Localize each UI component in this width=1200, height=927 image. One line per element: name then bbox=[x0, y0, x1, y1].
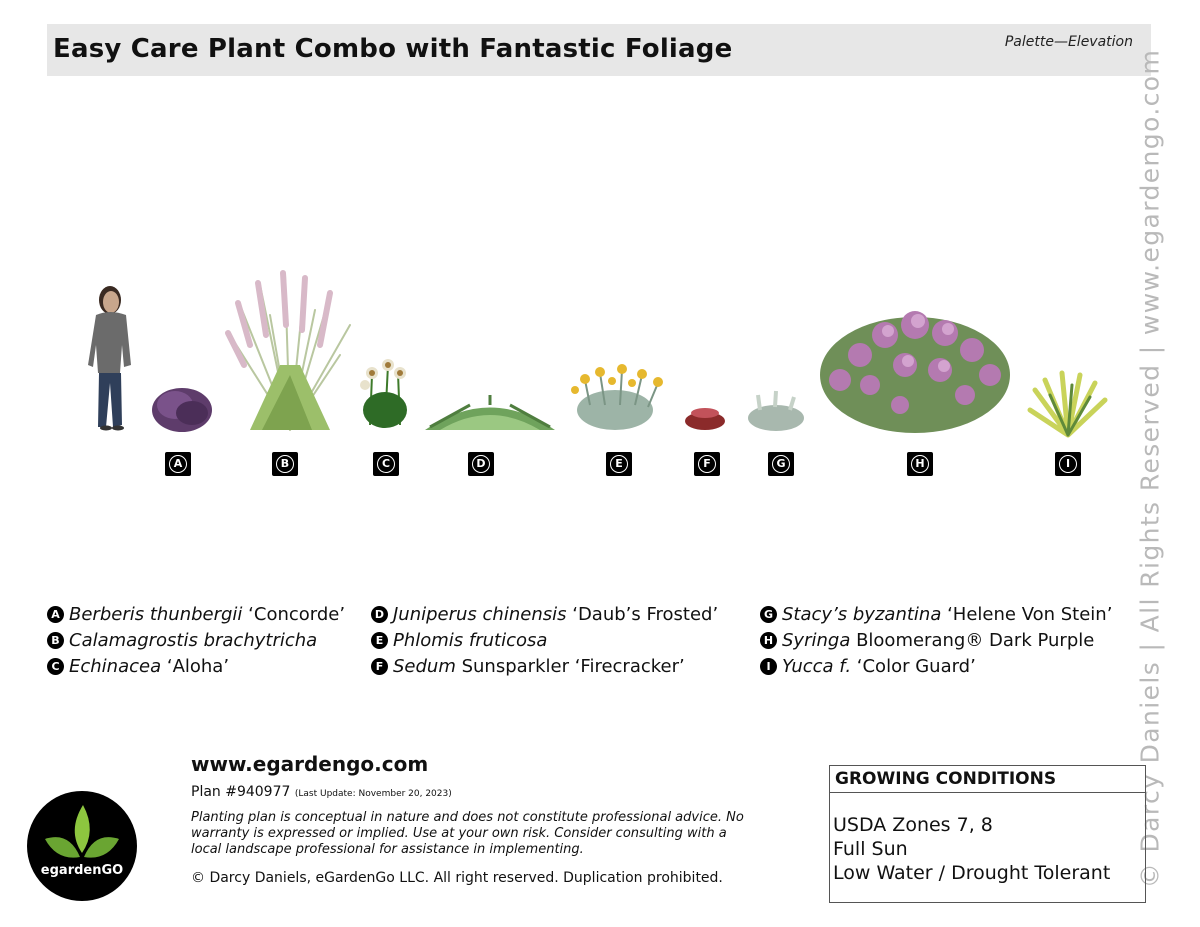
marker-c: C bbox=[373, 452, 399, 476]
legend-badge: I bbox=[760, 657, 777, 675]
legend-badge: G bbox=[760, 605, 777, 623]
marker-a: A bbox=[165, 452, 191, 476]
plant-b-calamagrostis bbox=[225, 270, 351, 431]
marker-e: E bbox=[606, 452, 632, 476]
plant-i-yucca bbox=[1027, 370, 1108, 438]
condition-line: USDA Zones 7, 8 bbox=[833, 814, 993, 836]
page-subtitle: Palette—Elevation bbox=[1004, 34, 1133, 50]
marker-d: D bbox=[468, 452, 494, 476]
leaf-icon bbox=[45, 805, 119, 858]
plan-number: Plan #940977 (Last Update: November 20, … bbox=[191, 784, 452, 800]
plant-e-phlomis bbox=[571, 364, 663, 430]
disclaimer: Planting plan is conceptual in nature an… bbox=[191, 810, 744, 857]
conditions-list: USDA Zones 7, 8 Full Sun Low Water / Dro… bbox=[830, 793, 1145, 885]
plant-g-stachys bbox=[748, 390, 804, 431]
legend-badge: C bbox=[47, 657, 64, 675]
marker-g: G bbox=[768, 452, 794, 476]
plant-h-syringa bbox=[820, 311, 1010, 433]
plant-d-juniperus bbox=[425, 395, 555, 430]
growing-conditions-box: GROWING CONDITIONS USDA Zones 7, 8 Full … bbox=[829, 765, 1146, 903]
condition-line: Low Water / Drought Tolerant bbox=[833, 862, 1111, 884]
marker-i: I bbox=[1055, 452, 1081, 476]
title-bar: Easy Care Plant Combo with Fantastic Fol… bbox=[47, 24, 1151, 76]
legend-badge: E bbox=[371, 631, 388, 649]
copyright: © Darcy Daniels, eGardenGo LLC. All righ… bbox=[191, 870, 723, 886]
egardengo-logo: egardenGO bbox=[27, 791, 137, 901]
legend-badge: F bbox=[371, 657, 388, 675]
person-figure bbox=[88, 286, 131, 431]
marker-h: H bbox=[907, 452, 933, 476]
elevation-illustration bbox=[88, 270, 1108, 438]
marker-b: B bbox=[272, 452, 298, 476]
legend-badge: H bbox=[760, 631, 777, 649]
condition-line: Full Sun bbox=[833, 838, 908, 860]
page-title: Easy Care Plant Combo with Fantastic Fol… bbox=[53, 34, 733, 64]
plant-f-sedum bbox=[685, 408, 725, 430]
conditions-heading: GROWING CONDITIONS bbox=[830, 766, 1145, 793]
plant-a-berberis bbox=[152, 388, 212, 432]
last-update: (Last Update: November 20, 2023) bbox=[294, 789, 452, 799]
legend-badge: D bbox=[371, 605, 388, 623]
footer-info: www.egardengo.com Plan #940977 (Last Upd… bbox=[191, 752, 791, 886]
legend-badge: A bbox=[47, 605, 64, 623]
marker-f: F bbox=[694, 452, 720, 476]
logo-text: egardenGO bbox=[40, 863, 124, 878]
plant-c-echinacea bbox=[360, 359, 407, 428]
legend-badge: B bbox=[47, 631, 64, 649]
website-link[interactable]: www.egardengo.com bbox=[191, 752, 429, 776]
